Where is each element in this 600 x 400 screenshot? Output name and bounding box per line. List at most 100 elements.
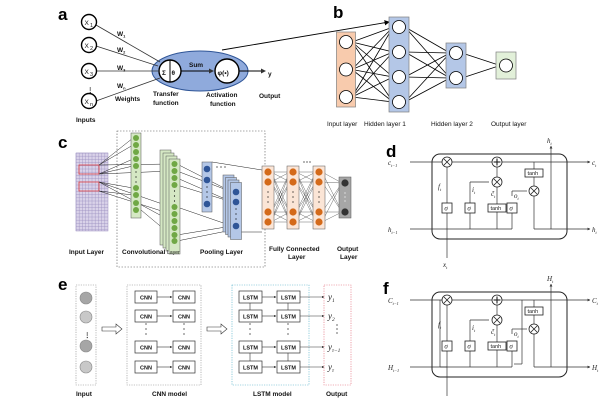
connection <box>461 65 501 79</box>
lstm-model-box <box>231 284 310 386</box>
neuron <box>392 20 406 34</box>
ellipsis-dot <box>336 324 338 326</box>
ellipsis-dot <box>287 323 289 325</box>
input-gate-sigmoid <box>464 340 476 352</box>
ellipsis-dot <box>206 186 208 188</box>
output-tanh-box <box>524 306 544 316</box>
ellipsis-dot <box>206 191 208 193</box>
output-gate-label: ot <box>514 192 520 201</box>
pool-neuron <box>232 222 240 230</box>
conv-neuron <box>133 207 139 213</box>
input-gate-label: it <box>472 324 476 333</box>
panel-c: c Input Layer Convolutional Layer Poolin… <box>58 130 359 268</box>
conv-neuron <box>133 135 139 141</box>
neuron <box>392 70 406 84</box>
subscript: t <box>440 325 442 330</box>
output-y: yτ−1 <box>327 342 341 354</box>
ellipsis-dot <box>173 195 176 197</box>
input-gate-label: it <box>472 186 476 195</box>
box-label: CNN <box>140 345 152 351</box>
input-node: X n <box>80 92 98 110</box>
ellipsis-dot <box>336 328 338 330</box>
input-connections <box>95 24 161 102</box>
svg-text:2: 2 <box>90 46 93 52</box>
cell-state-prev-label: ct−1 <box>388 159 397 168</box>
connection <box>404 77 451 103</box>
ellipsis-dot <box>292 201 294 203</box>
flow-arrow <box>101 323 123 335</box>
layer-label: Hidden layer 2 <box>431 121 473 128</box>
subscript: t−1 <box>393 301 399 306</box>
ellipsis-dot <box>183 323 185 325</box>
input-node <box>79 360 93 374</box>
subscript: 2 <box>332 317 335 323</box>
panel-letter-d: d <box>386 142 396 161</box>
connection <box>404 51 451 54</box>
ellipsis-dot <box>249 328 251 330</box>
cell-boundary <box>431 153 568 240</box>
fc-connection <box>321 182 343 223</box>
candidate-tanh-box <box>487 203 507 213</box>
layer-label: Output layer <box>491 121 527 128</box>
conv-neuron <box>171 232 178 238</box>
panel-letter-e: e <box>58 275 67 294</box>
gate-symbol: σ <box>509 343 513 351</box>
box-label: LSTM <box>243 345 258 351</box>
svg-text:3: 3 <box>90 72 93 78</box>
pool-map <box>230 182 242 240</box>
output-symbol: y <box>268 71 272 78</box>
panel-letter-b: b <box>333 3 343 22</box>
gate-symbol: σ <box>444 205 448 213</box>
input-label: Input <box>76 391 93 398</box>
ellipsis-dot <box>249 333 251 335</box>
times-glyph <box>530 325 538 333</box>
hidden-out-label: ht <box>592 226 598 235</box>
output-layer-label: Output <box>337 246 359 253</box>
conv-neuron <box>133 163 139 169</box>
output-gate-label: ot <box>514 330 520 339</box>
conv-neuron <box>171 161 178 167</box>
ellipsis-dot <box>344 196 346 198</box>
tanh-label: tanh <box>491 206 502 212</box>
conv-neuron <box>133 192 139 198</box>
tanh-label: tanh <box>528 309 539 315</box>
input-gate-sigmoid <box>464 202 476 214</box>
box-label: CNN <box>140 365 152 371</box>
subscript: t <box>518 334 520 339</box>
neuron <box>449 46 463 60</box>
layer-label: Hidden layer 1 <box>364 121 406 128</box>
fc-neuron <box>315 178 323 186</box>
cnn-block <box>172 360 196 374</box>
connection <box>351 51 394 98</box>
ellipsis-dot <box>206 196 208 198</box>
fc-neuron <box>264 168 272 176</box>
subscript: t <box>518 196 520 201</box>
ellipsis-dot <box>344 192 346 194</box>
a-to-b-arrow <box>221 20 390 51</box>
subscript: τ <box>332 368 335 374</box>
tanh-label: tanh <box>528 171 539 177</box>
ellipsis-dot <box>216 166 218 168</box>
theta-symbol: θ <box>172 70 176 77</box>
ellipsis-dot <box>267 201 269 203</box>
candidate-label: c̃t <box>491 328 496 337</box>
fc-connection <box>295 211 317 223</box>
ellipsis-dot <box>145 333 147 335</box>
fc-connection <box>321 171 343 184</box>
subscript: 1 <box>332 298 335 304</box>
pool-neuron <box>232 188 240 196</box>
svg-text:X: X <box>85 69 90 76</box>
subscript: t <box>597 301 599 306</box>
ellipsis-dot <box>336 332 338 334</box>
pool-neuron <box>232 198 240 206</box>
fc-connection <box>295 171 317 183</box>
subscript: t <box>597 368 599 373</box>
forget-gate-label: ft <box>438 183 442 192</box>
pooling-layer-label: Pooling Layer <box>200 249 243 256</box>
connection <box>351 69 394 103</box>
panel-b: b Input layer Hidden layer 1 Hidden laye… <box>327 3 527 128</box>
fc-neuron <box>264 218 272 226</box>
fc-layer-label: Fully Connected <box>269 246 320 253</box>
fc-connection <box>321 181 343 184</box>
